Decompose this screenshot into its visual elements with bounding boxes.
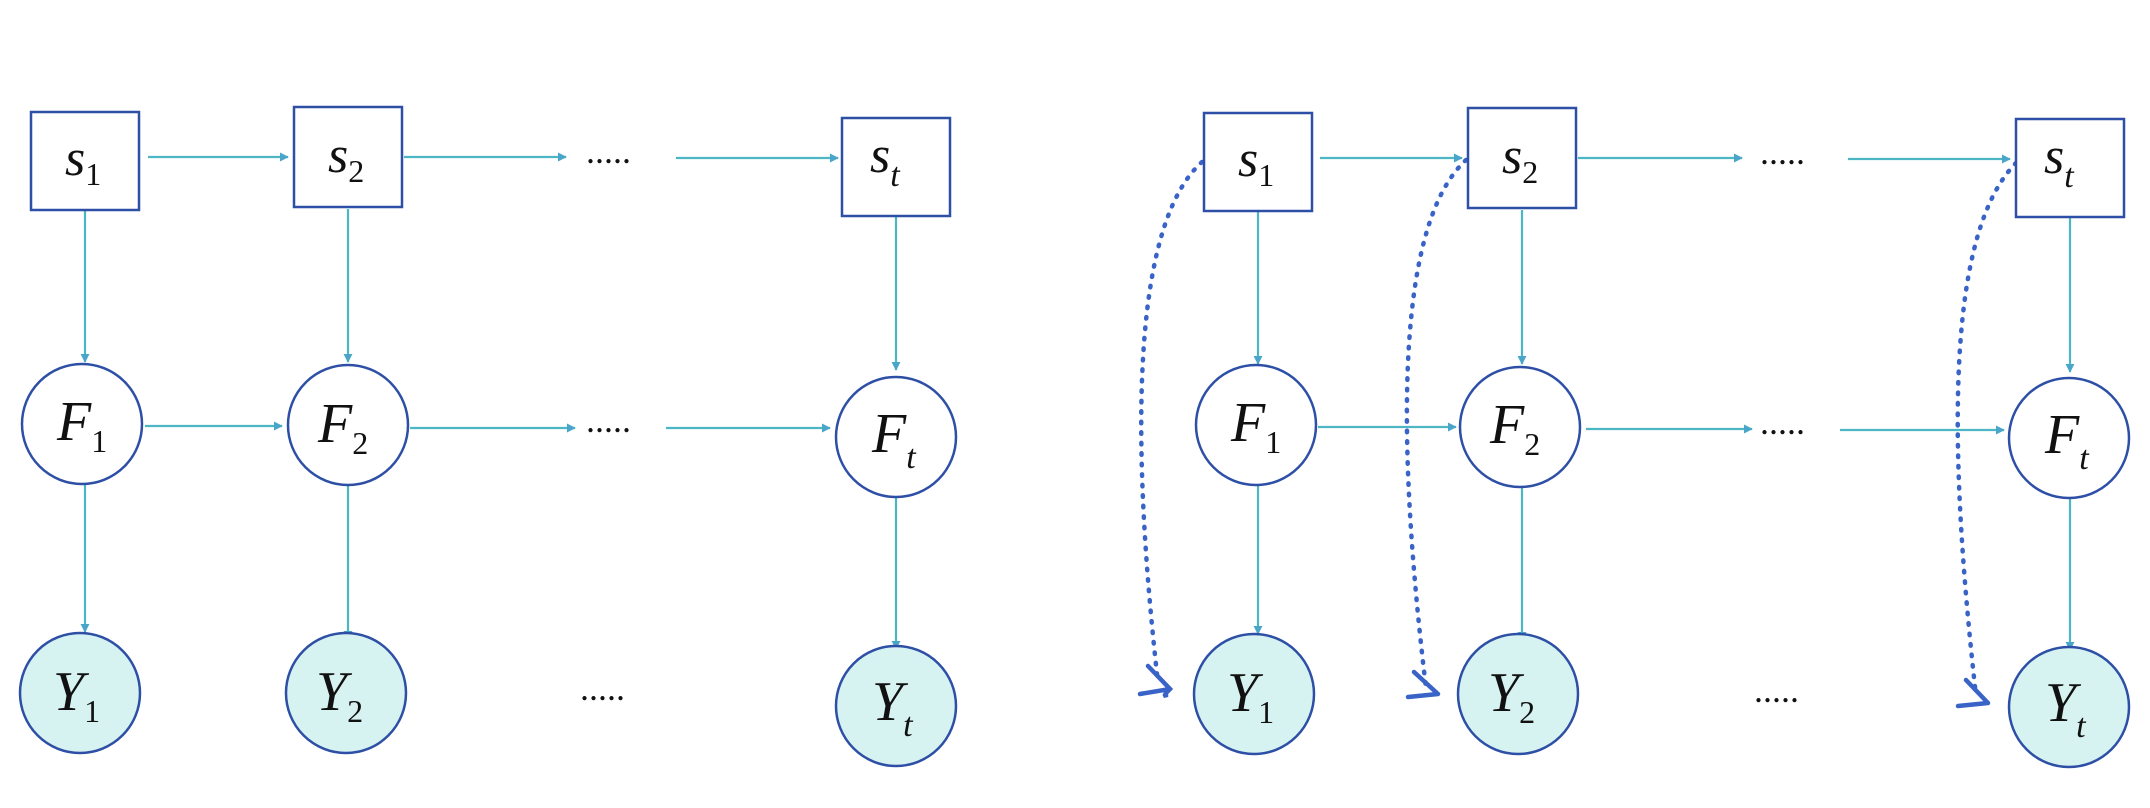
left-s2-label: s2 xyxy=(328,127,364,189)
left-s1-node[interactable]: s1 xyxy=(29,110,141,212)
right-yt-circle xyxy=(2007,645,2131,769)
right-ellipsis-y: ..... xyxy=(1754,670,1799,710)
right-ellipsis-s: ..... xyxy=(1760,132,1805,172)
right-yt-node[interactable]: Yt xyxy=(2007,645,2131,769)
right-panel: s1 s2 st F1 F2 Ft Y1 Y2 xyxy=(1137,106,2131,769)
dotted-arrowhead-y2 xyxy=(1405,669,1441,700)
left-y1-label: Y1 xyxy=(53,661,100,729)
left-y1-circle xyxy=(18,631,142,755)
left-y2-label: Y2 xyxy=(316,661,363,729)
left-s1-label: s1 xyxy=(65,130,101,192)
left-ellipsis-f: ..... xyxy=(586,400,631,440)
right-ft-node[interactable]: Ft xyxy=(2007,376,2131,500)
left-f1-circle xyxy=(20,362,144,486)
left-yt-node[interactable]: Yt xyxy=(834,644,958,768)
dotted-arrowhead-yt xyxy=(1955,677,1991,709)
right-ellipsis-f: ..... xyxy=(1760,402,1805,442)
left-panel: s1 s2 st F1 F2 Ft Y1 Y2 xyxy=(18,105,958,768)
right-f2-circle xyxy=(1458,365,1582,489)
right-direct-edges xyxy=(1137,157,2019,709)
right-s1-box xyxy=(1202,111,1314,213)
left-s1-box xyxy=(29,110,141,212)
right-y2-label: Y2 xyxy=(1488,662,1535,730)
right-y2-node[interactable]: Y2 xyxy=(1456,632,1580,756)
right-st-box xyxy=(2014,117,2126,219)
right-f2-node[interactable]: F2 xyxy=(1458,365,1582,489)
left-y1-node[interactable]: Y1 xyxy=(18,631,142,755)
left-f2-label: F2 xyxy=(317,393,368,461)
left-st-label: st xyxy=(870,127,901,194)
left-ellipsis-y: ..... xyxy=(580,668,625,708)
left-ft-label: Ft xyxy=(871,403,917,476)
left-s2-node[interactable]: s2 xyxy=(292,105,404,209)
right-y1-label: Y1 xyxy=(1227,662,1274,730)
right-y1-node[interactable]: Y1 xyxy=(1192,632,1316,756)
left-ft-circle xyxy=(834,375,958,499)
left-ellipsis-s: ..... xyxy=(586,131,631,171)
right-f2-label: F2 xyxy=(1489,394,1540,462)
right-y2-circle xyxy=(1456,632,1580,756)
left-s2-box xyxy=(292,105,404,209)
left-f1-node[interactable]: F1 xyxy=(20,362,144,486)
dotted-edge-st-yt xyxy=(1955,160,2019,699)
right-y1-circle xyxy=(1192,632,1316,756)
right-ft-label: Ft xyxy=(2044,404,2090,477)
left-edges xyxy=(80,152,901,650)
left-f2-node[interactable]: F2 xyxy=(286,363,410,487)
dotted-arrowhead-y1 xyxy=(1137,663,1174,699)
right-st-label: st xyxy=(2044,128,2075,195)
right-f1-circle xyxy=(1194,363,1318,487)
left-y2-circle xyxy=(284,631,408,755)
right-s1-node[interactable]: s1 xyxy=(1202,111,1314,213)
right-s2-box xyxy=(1466,106,1578,210)
dotted-edge-s2-y2 xyxy=(1404,157,1469,691)
dotted-edge-s1-y1 xyxy=(1139,159,1205,686)
right-ft-circle xyxy=(2007,376,2131,500)
left-f1-label: F1 xyxy=(56,391,107,459)
right-s1-label: s1 xyxy=(1238,131,1274,193)
right-edges xyxy=(1253,153,2075,651)
left-ft-node[interactable]: Ft xyxy=(834,375,958,499)
left-f2-circle xyxy=(286,363,410,487)
right-st-node[interactable]: st xyxy=(2014,117,2126,219)
right-s2-node[interactable]: s2 xyxy=(1466,106,1578,210)
right-f1-label: F1 xyxy=(1230,392,1281,460)
left-st-node[interactable]: st xyxy=(840,116,952,218)
left-st-box xyxy=(840,116,952,218)
right-s2-label: s2 xyxy=(1502,128,1538,190)
right-f1-node[interactable]: F1 xyxy=(1194,363,1318,487)
left-yt-circle xyxy=(834,644,958,768)
right-yt-label: Yt xyxy=(2045,672,2087,745)
left-y2-node[interactable]: Y2 xyxy=(284,631,408,755)
left-yt-label: Yt xyxy=(872,671,914,744)
